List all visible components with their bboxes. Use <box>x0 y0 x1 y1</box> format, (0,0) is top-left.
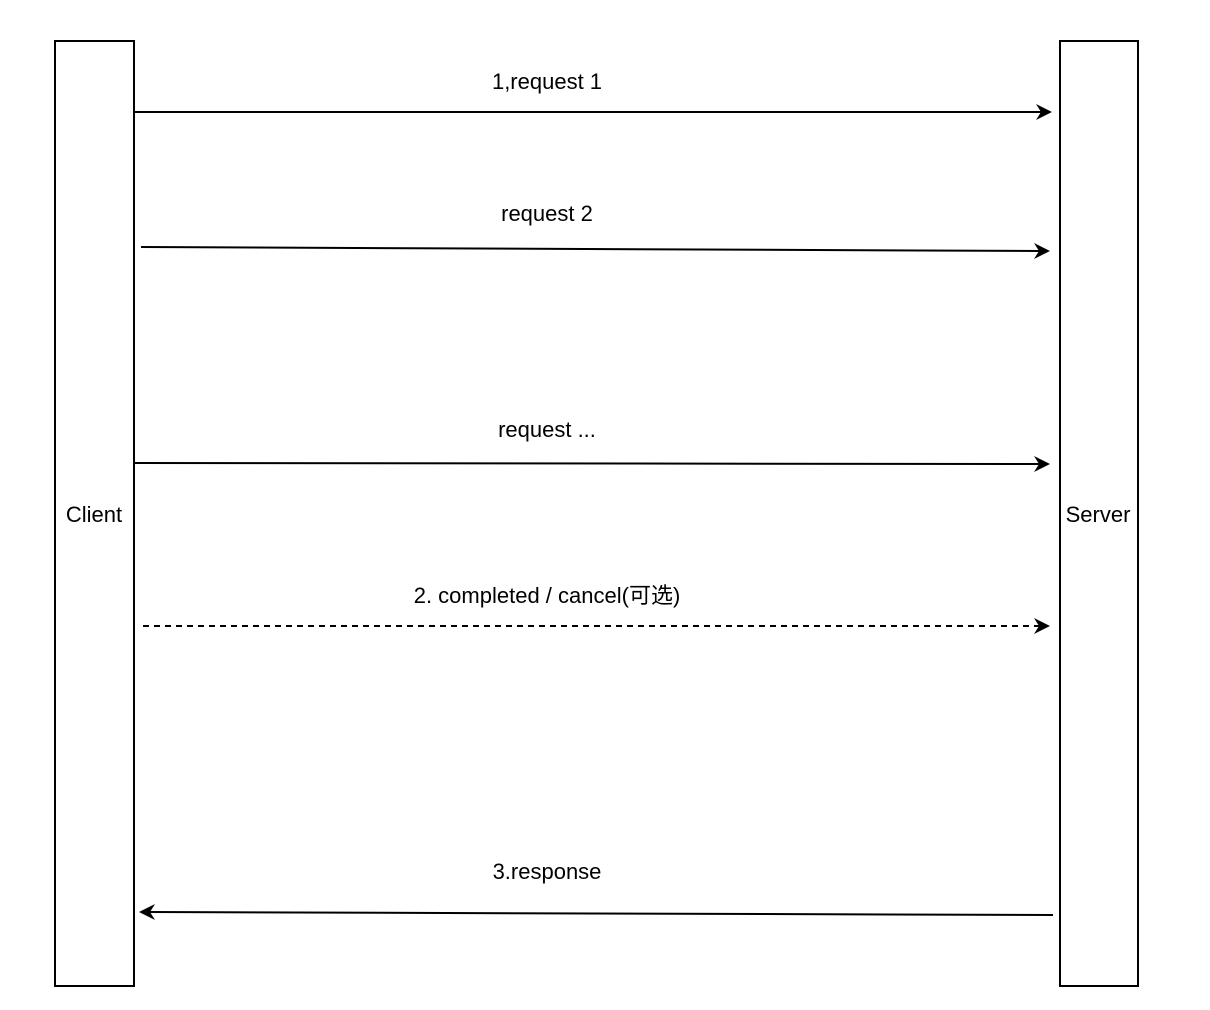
message-label: 1,request 1 <box>492 69 602 94</box>
message-line <box>149 911 1054 916</box>
arrow-right-icon <box>1034 456 1050 472</box>
message-request-2: request 2 <box>140 201 1050 259</box>
message-label: request 2 <box>501 201 593 226</box>
arrow-right-icon <box>1034 618 1050 634</box>
arrow-left-icon <box>139 904 155 920</box>
arrow-right-icon <box>1034 243 1050 259</box>
client-label: Client <box>66 502 122 527</box>
message-label: request ... <box>498 417 596 442</box>
client-box <box>54 40 135 987</box>
message-response: 3.response <box>139 859 1054 920</box>
message-request-n: request ... <box>134 417 1050 472</box>
server-box <box>1059 40 1139 987</box>
arrow-right-icon <box>1036 104 1052 120</box>
participant-client: Client <box>54 40 135 987</box>
message-label: 3.response <box>493 859 602 884</box>
message-line <box>140 246 1041 252</box>
message-line <box>134 462 1041 465</box>
message-completed-cancel: 2. completed / cancel(可选) <box>143 583 1050 634</box>
server-label: Server <box>1066 502 1131 527</box>
message-label: 2. completed / cancel(可选) <box>414 583 681 608</box>
message-request-1: 1,request 1 <box>135 69 1052 120</box>
participant-server: Server <box>1059 40 1139 987</box>
